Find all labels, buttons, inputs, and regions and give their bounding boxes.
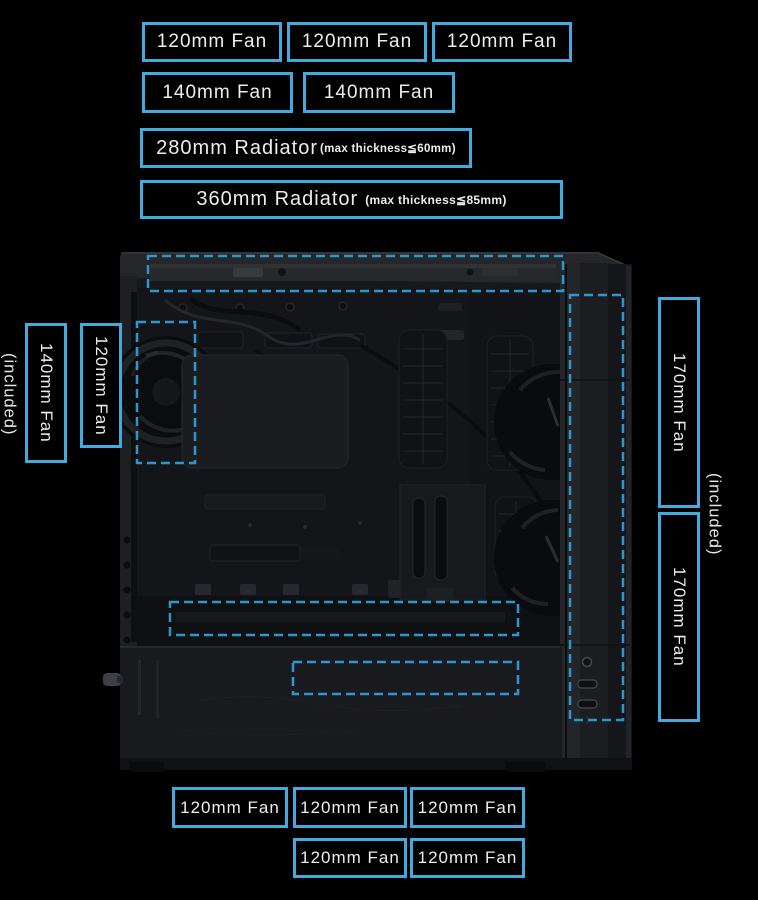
label-right-170mm-fan-bottom: 170mm Fan — [658, 512, 700, 722]
radiator-280-text: 280mm Radiator — [156, 136, 319, 159]
label-right-included: (included) — [705, 472, 724, 556]
label-top-120mm-fan-2: 120mm Fan — [287, 22, 427, 62]
radiator-360-note: (max thickness≦85mm) — [365, 192, 507, 207]
radiator-280-note: (max thickness≦60mm) — [320, 143, 456, 155]
zone-front-top-fan-dashed — [135, 320, 197, 465]
label-bottom-120mm-fan-2: 120mm Fan — [293, 787, 407, 828]
label-bottom-120mm-fan-3: 120mm Fan — [410, 787, 525, 828]
zone-psu-fan-dashed — [291, 660, 520, 696]
label-left-included: (included) — [0, 352, 19, 436]
label-top-140mm-fan-1: 140mm Fan — [142, 72, 293, 113]
cable-clips — [195, 580, 400, 598]
label-top-120mm-fan-1: 120mm Fan — [142, 22, 282, 62]
psu-shroud — [120, 646, 632, 770]
power-button-icon — [581, 656, 593, 668]
side-knob — [103, 673, 123, 686]
label-top-140mm-fan-2: 140mm Fan — [303, 72, 455, 113]
top-radiator-rail — [150, 264, 556, 281]
zone-front-vertical-dashed — [568, 293, 625, 722]
front-io — [577, 656, 598, 725]
label-right-170mm-fan-top: 170mm Fan — [658, 297, 700, 508]
motherboard-tray-panel — [181, 354, 362, 562]
usb-port-icon — [577, 679, 598, 689]
zone-top-fans-dashed — [146, 254, 565, 293]
zone-bottom-fans-dashed — [168, 600, 520, 637]
label-left-140mm-fan: 140mm Fan — [25, 323, 67, 463]
case-feet — [130, 762, 546, 772]
label-left-120mm-fan: 120mm Fan — [80, 323, 122, 448]
radiator-360-text: 360mm Radiator — [196, 188, 359, 210]
label-280mm-radiator: 280mm Radiator(max thickness≦60mm) — [140, 128, 472, 168]
usb-port-icon — [577, 699, 598, 709]
label-360mm-radiator: 360mm Radiator (max thickness≦85mm) — [140, 180, 563, 219]
label-bottom-120mm-fan-1: 120mm Fan — [172, 787, 288, 828]
label-top-120mm-fan-3: 120mm Fan — [432, 22, 572, 62]
label-bottom-120mm-fan-5: 120mm Fan — [410, 838, 525, 878]
vertical-slot-panel — [399, 484, 486, 602]
grille-panel-1 — [398, 329, 448, 469]
label-bottom-120mm-fan-4: 120mm Fan — [293, 838, 407, 878]
